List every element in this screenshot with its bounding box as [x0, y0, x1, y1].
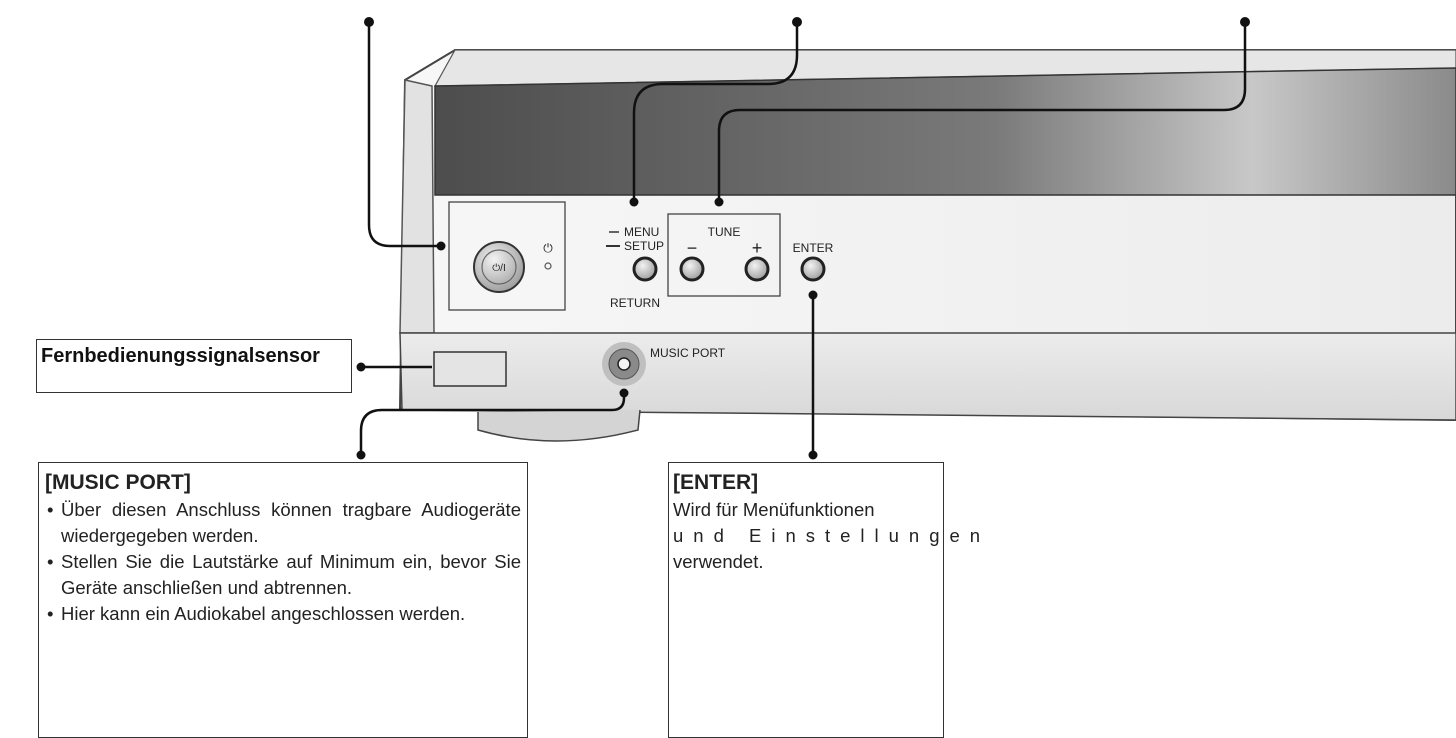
- standby-indicator-icon: [544, 262, 552, 270]
- lower-panel: [399, 332, 1456, 442]
- leader-dot-music-port: [356, 450, 366, 460]
- enter-label: ENTER: [793, 241, 834, 255]
- music-port-bullet: Stellen Sie die Lautstärke auf Minimum e…: [45, 549, 521, 601]
- power-button[interactable]: ⏻/I: [473, 241, 525, 293]
- tune-minus-label: −: [687, 238, 698, 258]
- tune-plus-label: +: [752, 238, 763, 258]
- leader-dots: [356, 17, 1250, 460]
- setup-label: SETUP: [624, 239, 664, 253]
- leader-dot-music-port-top: [619, 388, 629, 398]
- leader-lines: [359, 22, 1247, 455]
- leader-dot-enter-top: [808, 290, 818, 300]
- enter-description-line1: Wird für Menüfunktionen: [673, 499, 875, 520]
- leader-dot-enter: [808, 450, 818, 460]
- leader-dot-remote-sensor: [356, 362, 366, 372]
- music-port-title: [MUSIC PORT]: [45, 471, 191, 494]
- tune-section-frame: [667, 213, 781, 297]
- music-port-callout: [MUSIC PORT] Über diesen Anschluss könne…: [38, 462, 528, 738]
- music-port-label: MUSIC PORT: [650, 346, 726, 360]
- enter-description-line2: und Einstellungen: [673, 525, 991, 546]
- tune-label: TUNE: [708, 225, 741, 239]
- leader-dot-tune: [1240, 17, 1250, 27]
- enter-description: Wird für Menüfunktionen und Einstellunge…: [673, 497, 980, 575]
- tune-minus-button[interactable]: [679, 256, 705, 282]
- remote-sensor-label: Fernbedienungssignalsensor: [36, 339, 352, 393]
- power-button-label: ⏻/I: [492, 263, 505, 274]
- leader-dot-tune-end: [714, 197, 724, 207]
- display-window: [434, 67, 1456, 196]
- power-section-frame: [448, 201, 566, 311]
- enter-callout: [ENTER] Wird für Menüfunktionen und Eins…: [668, 462, 980, 738]
- leader-line-music-port: [359, 393, 626, 455]
- music-port-bullet: Hier kann ein Audiokabel angeschlossen w…: [45, 601, 521, 627]
- leader-dot-menu: [792, 17, 802, 27]
- music-port-bullet: Über diesen Anschluss können tragbare Au…: [45, 497, 521, 549]
- standby-icon: ⏻: [543, 241, 553, 255]
- music-port-jack[interactable]: [602, 342, 646, 386]
- leader-line-power: [367, 22, 441, 248]
- enter-title: [ENTER]: [673, 471, 759, 494]
- leader-dot-power: [364, 17, 374, 27]
- leader-line-tune: [717, 22, 1247, 200]
- enter-description-line3: verwendet.: [673, 551, 764, 572]
- tune-plus-button[interactable]: [744, 256, 770, 282]
- leader-dot-power-end: [436, 241, 446, 251]
- enter-button[interactable]: [800, 256, 826, 282]
- menu-setup-button[interactable]: [632, 256, 658, 282]
- leader-dot-menu-end: [629, 197, 639, 207]
- menu-label: MENU: [624, 225, 659, 239]
- leader-line-menu: [632, 22, 799, 200]
- return-label: RETURN: [610, 296, 660, 310]
- music-port-bullets: Über diesen Anschluss können tragbare Au…: [45, 497, 521, 627]
- remote-sensor-window: [433, 351, 507, 387]
